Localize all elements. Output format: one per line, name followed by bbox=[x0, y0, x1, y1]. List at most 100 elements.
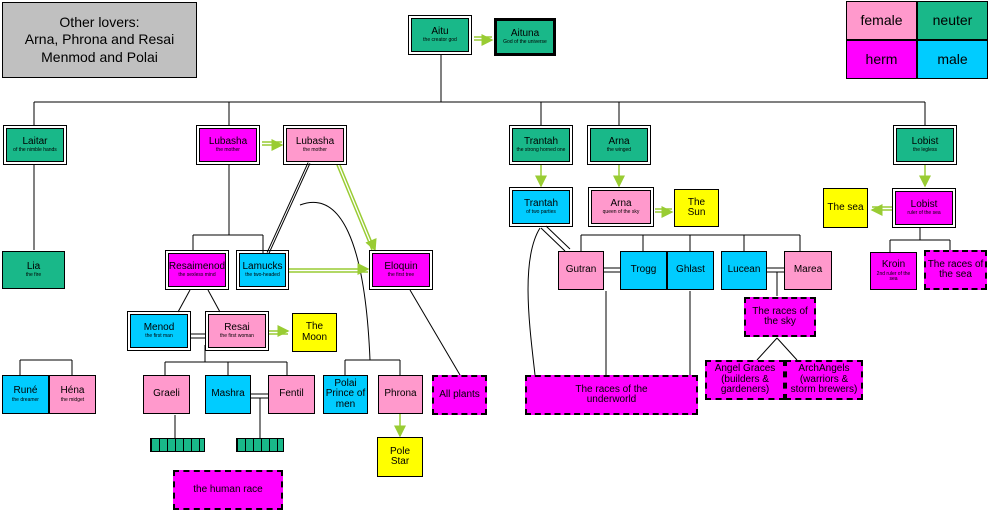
node-the-moon-name: The Moon bbox=[301, 321, 327, 343]
node-menod-sub: the first man bbox=[145, 333, 173, 340]
node-menod[interactable]: Menod the first man bbox=[127, 311, 191, 351]
node-lia-sub: the fire bbox=[25, 272, 42, 279]
node-arna-neuter[interactable]: Arna the winged bbox=[587, 125, 651, 165]
node-rune-name: Runé bbox=[13, 385, 38, 397]
node-the-sea-name: The sea bbox=[827, 201, 864, 213]
node-lamucks-sub: the two-headed bbox=[245, 272, 280, 279]
node-arna-female[interactable]: Arna queen of the sky bbox=[588, 187, 654, 227]
node-races-of-the-sky-name: The races of the sky bbox=[752, 305, 808, 327]
node-aituna[interactable]: Aituna God of the universe bbox=[494, 18, 556, 56]
node-lobist-neuter-sub: the legless bbox=[913, 147, 937, 154]
legend-herm: herm bbox=[846, 40, 917, 79]
node-the-moon[interactable]: The Moon bbox=[292, 313, 337, 352]
node-lamucks[interactable]: Lamucks the two-headed bbox=[236, 250, 289, 290]
legend-female: female bbox=[846, 1, 917, 40]
node-lubasha-herm-name: Lubasha bbox=[208, 135, 248, 147]
node-the-sun[interactable]: The Sun bbox=[674, 189, 719, 227]
node-all-plants[interactable]: All plants bbox=[432, 375, 487, 415]
node-laitar[interactable]: Laitar of the nimble hands bbox=[3, 125, 67, 165]
node-lia-name: Lia bbox=[26, 260, 41, 272]
node-races-of-the-sea[interactable]: The races of the sea bbox=[924, 250, 987, 290]
node-archangels-name: ArchAngels (warriors & storm brewers) bbox=[790, 363, 858, 396]
node-lamucks-name: Lamucks bbox=[242, 260, 283, 272]
node-resaimenod[interactable]: Resaimenod the sexless mind bbox=[165, 250, 229, 290]
node-kroin[interactable]: Kroin 2nd ruler of the sea bbox=[870, 252, 917, 290]
node-arna-neuter-sub: the winged bbox=[606, 147, 632, 154]
node-kroin-name: Kroin bbox=[881, 259, 906, 270]
legend-male-label: male bbox=[937, 51, 968, 68]
node-phrona[interactable]: Phrona bbox=[378, 375, 423, 414]
other-lovers-line1: Arna, Phrona and Resai bbox=[24, 31, 175, 48]
node-trantah-male-name: Trantah bbox=[523, 197, 559, 209]
node-resai[interactable]: Resai the first woman bbox=[205, 311, 269, 351]
node-the-human-race[interactable]: the human race bbox=[173, 470, 283, 510]
descendants-tally-mashra-fentil bbox=[236, 438, 284, 452]
node-angel-graces[interactable]: Angel Graces (builders & gardeners) bbox=[705, 360, 785, 400]
node-lobist-herm[interactable]: Lobist ruler of the sea bbox=[892, 188, 956, 228]
node-resaimenod-name: Resaimenod bbox=[168, 260, 226, 272]
node-trantah-neuter-name: Trantah bbox=[523, 135, 559, 147]
node-races-of-the-underworld[interactable]: The races of the underworld bbox=[525, 375, 698, 415]
legend-female-label: female bbox=[860, 12, 903, 29]
node-lubasha-herm[interactable]: Lubasha the mother bbox=[196, 125, 260, 165]
node-rune[interactable]: Runé the dreamer bbox=[2, 375, 49, 414]
node-arna-neuter-name: Arna bbox=[608, 135, 630, 147]
node-laitar-sub: of the nimble hands bbox=[13, 147, 57, 154]
node-the-sea[interactable]: The sea bbox=[823, 188, 868, 228]
node-lobist-neuter-name: Lobist bbox=[911, 135, 939, 147]
node-lobist-herm-name: Lobist bbox=[910, 198, 938, 210]
node-lobist-neuter[interactable]: Lobist the legless bbox=[893, 125, 957, 165]
node-hena[interactable]: Héna the midget bbox=[49, 375, 96, 414]
node-trantah-male-sub: of two parties bbox=[526, 209, 556, 216]
node-graeli[interactable]: Graeli bbox=[143, 375, 190, 414]
descendants-tally-graeli-mashra bbox=[150, 438, 205, 452]
node-trogg[interactable]: Trogg bbox=[620, 251, 667, 290]
node-lia[interactable]: Lia the fire bbox=[2, 251, 65, 289]
node-hena-name: Héna bbox=[60, 385, 85, 397]
node-gutran-name: Gutran bbox=[565, 264, 597, 276]
node-rune-sub: the dreamer bbox=[12, 396, 39, 403]
node-marea[interactable]: Marea bbox=[784, 251, 832, 290]
node-arna-female-name: Arna bbox=[610, 197, 632, 209]
legend-neuter: neuter bbox=[917, 1, 988, 40]
node-races-of-the-sea-name: The races of the sea bbox=[927, 258, 984, 280]
other-lovers-title: Other lovers: bbox=[59, 13, 140, 30]
legend-male: male bbox=[917, 40, 988, 79]
node-lucean[interactable]: Lucean bbox=[721, 251, 767, 290]
node-polai[interactable]: Polai Prince of men bbox=[323, 375, 368, 414]
node-kroin-sub: 2nd ruler of the sea bbox=[876, 270, 911, 282]
node-resai-sub: the first woman bbox=[220, 333, 254, 340]
node-eloquin-name: Eloquin bbox=[384, 260, 418, 272]
node-ghlast[interactable]: Ghlast bbox=[667, 251, 714, 290]
node-all-plants-name: All plants bbox=[439, 388, 480, 400]
node-fentil-name: Fentil bbox=[279, 388, 304, 400]
node-resaimenod-sub: the sexless mind bbox=[178, 272, 216, 279]
node-lucean-name: Lucean bbox=[727, 264, 761, 276]
node-trantah-male[interactable]: Trantah of two parties bbox=[509, 187, 573, 227]
node-eloquin-sub: the first tree bbox=[387, 272, 415, 279]
node-lubasha-female[interactable]: Lubasha the mother bbox=[283, 125, 347, 165]
node-lubasha-herm-sub: the mother bbox=[216, 147, 240, 154]
node-hena-sub: the midget bbox=[60, 396, 85, 403]
node-aituna-sub: God of the universe bbox=[503, 39, 547, 46]
node-eloquin[interactable]: Eloquin the first tree bbox=[369, 250, 433, 290]
node-trantah-neuter[interactable]: Trantah the strong horned one bbox=[509, 125, 573, 165]
legend-herm-label: herm bbox=[865, 51, 898, 68]
node-gutran[interactable]: Gutran bbox=[558, 251, 604, 290]
node-aitu[interactable]: Aitu the creator god bbox=[408, 15, 472, 55]
node-trogg-name: Trogg bbox=[630, 264, 657, 276]
node-fentil[interactable]: Fentil bbox=[268, 375, 315, 414]
node-races-of-the-underworld-name: The races of the underworld bbox=[575, 383, 648, 405]
node-lobist-herm-sub: ruler of the sea bbox=[907, 210, 941, 217]
node-races-of-the-sky[interactable]: The races of the sky bbox=[744, 297, 816, 337]
node-archangels[interactable]: ArchAngels (warriors & storm brewers) bbox=[785, 360, 863, 400]
node-phrona-name: Phrona bbox=[384, 388, 417, 400]
node-ghlast-name: Ghlast bbox=[676, 264, 705, 276]
node-aituna-name: Aituna bbox=[510, 27, 540, 39]
node-menod-name: Menod bbox=[143, 321, 175, 333]
node-arna-female-sub: queen of the sky bbox=[602, 209, 640, 216]
node-pole-star[interactable]: Pole Star bbox=[377, 437, 423, 477]
other-lovers-note: Other lovers: Arna, Phrona and Resai Men… bbox=[2, 2, 197, 78]
node-mashra[interactable]: Mashra bbox=[205, 375, 251, 414]
